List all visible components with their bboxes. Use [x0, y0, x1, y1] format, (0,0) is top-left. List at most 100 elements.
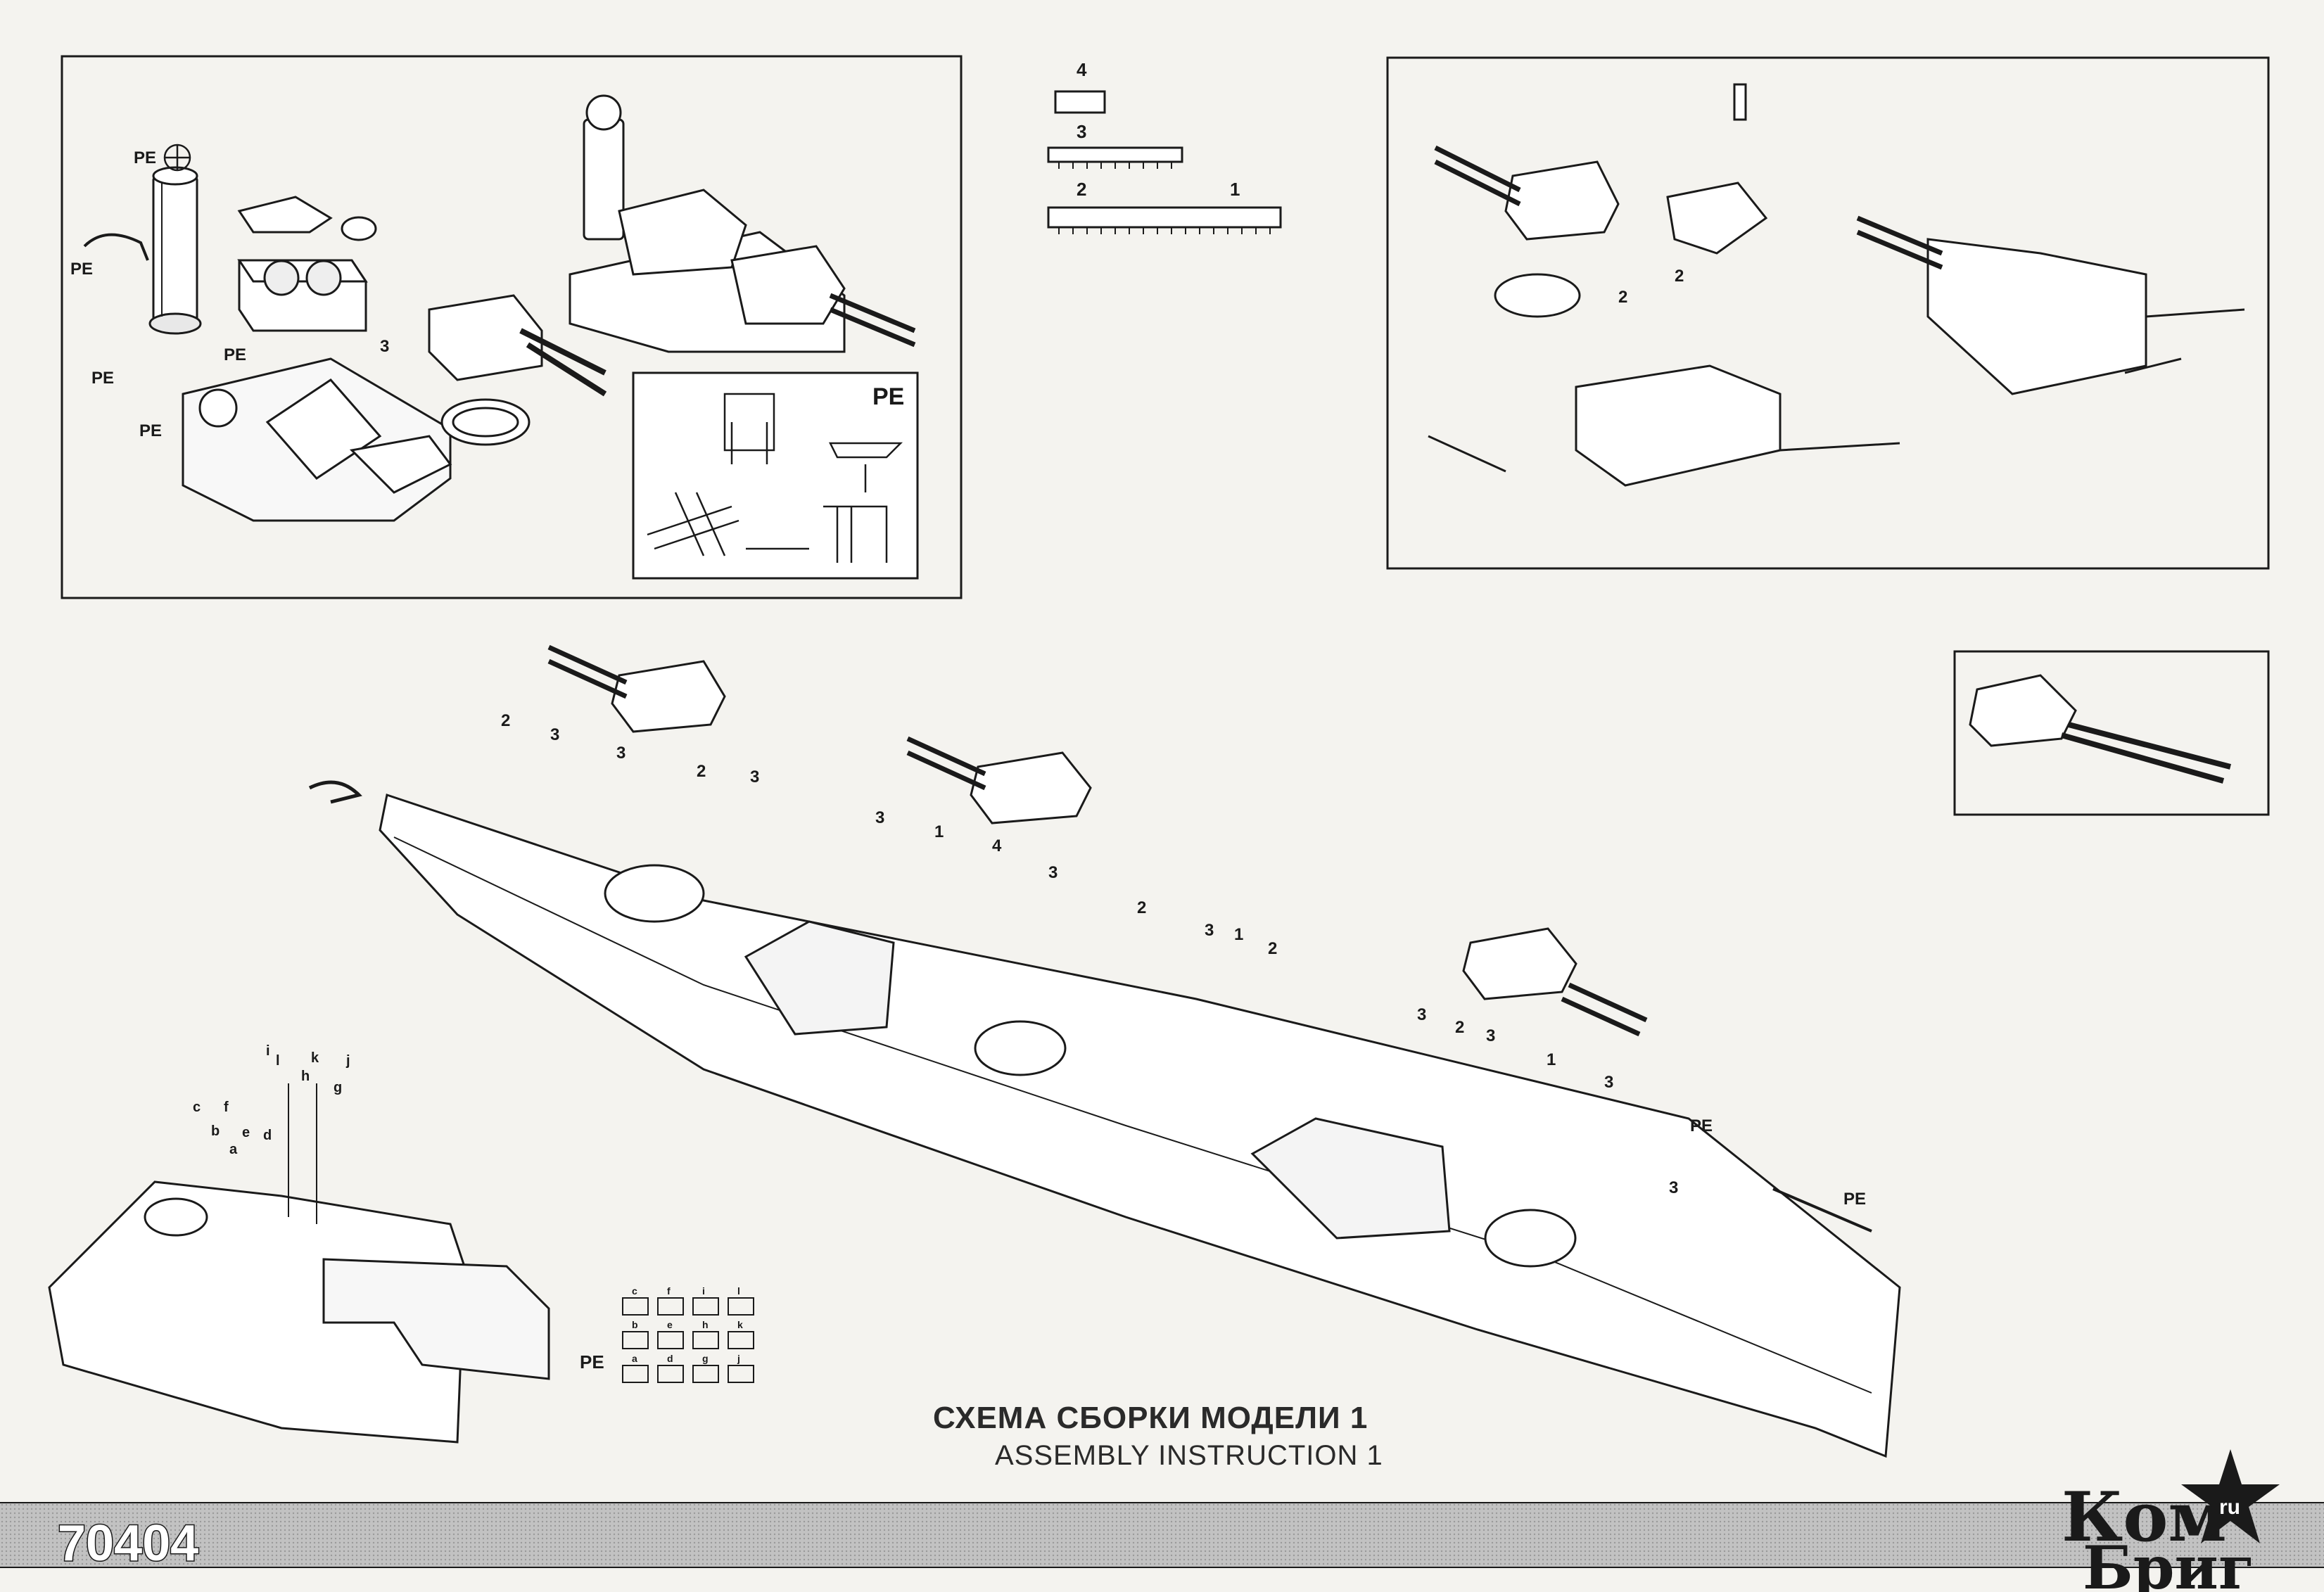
svg-text:b: b — [211, 1123, 220, 1139]
hull-deck — [379, 794, 1901, 1458]
pe-inset: PE — [632, 371, 919, 580]
pe-label: PE — [580, 1351, 604, 1373]
logo-suffix: ru — [2219, 1496, 2240, 1519]
footer-band: 70404 — [0, 1502, 2324, 1573]
svg-text:d: d — [667, 1353, 673, 1364]
title-english: ASSEMBLY INSTRUCTION 1 — [995, 1440, 1383, 1471]
deck-well-forward — [744, 920, 895, 1036]
panel-frame — [61, 55, 963, 599]
svg-text:h: h — [301, 1069, 310, 1084]
part-callout: 3 — [616, 744, 626, 763]
pe-bow-rail — [308, 780, 362, 804]
sprue-number: 4 — [1077, 59, 1087, 80]
pe-inset-label: PE — [872, 383, 904, 410]
svg-text:b: b — [632, 1319, 638, 1330]
turret-ring-c — [1484, 1209, 1577, 1268]
main-callouts: 2 3 3 2 3 3 1 4 3 2 3 1 2 3 2 3 1 3 3 PE… — [501, 711, 1866, 1209]
svg-text:f: f — [224, 1100, 229, 1115]
main-hull-assembly: 2 3 3 2 3 3 1 4 3 2 3 1 2 3 2 3 1 3 3 PE… — [308, 644, 1901, 1458]
part-callout: 3 — [1669, 1178, 1678, 1197]
panel-forward-superstructure: PE PE PE PE PE PE 3 — [61, 55, 963, 599]
mast-flag-letters: i l h k g j c f b e a d — [193, 1043, 350, 1157]
brand-logo: Ком Бриг ru — [2062, 1449, 2280, 1592]
title-russian: СХЕМА СБОРКИ МОДЕЛИ 1 — [933, 1401, 1368, 1435]
pe-curved-rail — [83, 233, 149, 261]
turret-ring-a — [604, 864, 705, 923]
svg-text:c: c — [193, 1100, 201, 1115]
svg-text:e: e — [242, 1125, 250, 1140]
svg-text:g: g — [334, 1080, 342, 1095]
sprue-number: 2 — [1077, 179, 1086, 200]
part-callout: 3 — [550, 725, 559, 744]
sprue-number-labels: 4 3 2 1 — [1077, 59, 1240, 200]
turret-inset-panel — [1953, 650, 2270, 816]
pe-flag-sheet: PE c f i l b e h k a d g j — [580, 1285, 754, 1383]
logo-line2: Бриг — [2083, 1533, 2254, 1592]
bridge-block-part — [237, 196, 377, 332]
main-turret-a — [547, 644, 726, 733]
svg-text:i: i — [266, 1043, 270, 1059]
pe-stern-rail — [1772, 1187, 1872, 1233]
part-callout: 2 — [697, 762, 706, 781]
main-turret-b — [906, 736, 1092, 824]
forward-turret-part — [428, 294, 607, 446]
aft-deck-block-part — [1575, 364, 1782, 487]
callout-labels-top-left: PE PE PE PE PE 3 — [70, 148, 389, 440]
pe-label: PE — [224, 345, 246, 364]
aft-bridge-part — [1666, 182, 1768, 255]
svg-text:l: l — [276, 1053, 280, 1069]
main-turret-c — [1462, 927, 1648, 1037]
pe-ring-part — [163, 144, 191, 172]
part-callout: 3 — [1205, 921, 1214, 940]
superstructure-deck-plate — [182, 357, 452, 522]
assembled-forward-view — [569, 94, 916, 353]
svg-text:a: a — [229, 1142, 238, 1157]
svg-text:a: a — [632, 1353, 637, 1364]
star-icon — [2181, 1449, 2280, 1543]
part-callout: 2 — [1618, 288, 1627, 307]
part-callout: 2 — [1455, 1018, 1464, 1037]
pe-label: PE — [91, 369, 114, 388]
part-callout: 1 — [1547, 1050, 1556, 1069]
part-callout: 3 — [1417, 1005, 1426, 1024]
svg-text:g: g — [702, 1353, 709, 1364]
part-callout: 2 — [1675, 267, 1684, 286]
kit-number: 70404 — [58, 1515, 198, 1572]
pe-label: PE — [1690, 1116, 1713, 1135]
sheet-title: СХЕМА СБОРКИ МОДЕЛИ 1 ASSEMBLY INSTRUCTI… — [933, 1401, 1383, 1471]
aft-turret-part — [1504, 160, 1620, 241]
funnel-part — [148, 166, 202, 335]
sprue-legend — [1047, 90, 1282, 234]
part-callout: 2 — [1137, 898, 1146, 917]
part-callout: 3 — [1048, 863, 1058, 882]
turret-ring-b — [974, 1020, 1067, 1076]
part-callout: 2 — [1268, 939, 1277, 958]
svg-text:i: i — [702, 1285, 705, 1297]
pe-label: PE — [1843, 1190, 1866, 1209]
svg-text:l: l — [737, 1285, 740, 1297]
panel-frame — [1386, 56, 2270, 570]
part-callout: 3 — [1486, 1026, 1495, 1045]
part-callout: 3 — [1604, 1073, 1613, 1092]
svg-text:h: h — [702, 1319, 709, 1330]
svg-text:e: e — [667, 1319, 673, 1330]
svg-text:j: j — [737, 1353, 740, 1364]
pe-label: PE — [134, 148, 156, 167]
part-callout: 4 — [992, 836, 1002, 855]
part-callout: 3 — [750, 768, 759, 787]
turret-ring-part — [1494, 273, 1581, 318]
svg-text:d: d — [263, 1128, 272, 1143]
inset-turret — [1969, 674, 2077, 747]
part-callout: 1 — [1234, 925, 1243, 944]
svg-text:k: k — [737, 1319, 743, 1330]
pe-label: PE — [139, 421, 162, 440]
part-callout: 3 — [380, 337, 389, 356]
panel-aft-superstructure: 2 2 — [1386, 56, 2270, 570]
svg-text:f: f — [667, 1285, 671, 1297]
pe-label: PE — [70, 260, 93, 279]
aft-assembled-view — [1926, 238, 2147, 395]
svg-text:j: j — [345, 1053, 350, 1069]
sprue-number: 1 — [1230, 179, 1240, 200]
svg-text:c: c — [632, 1285, 637, 1297]
